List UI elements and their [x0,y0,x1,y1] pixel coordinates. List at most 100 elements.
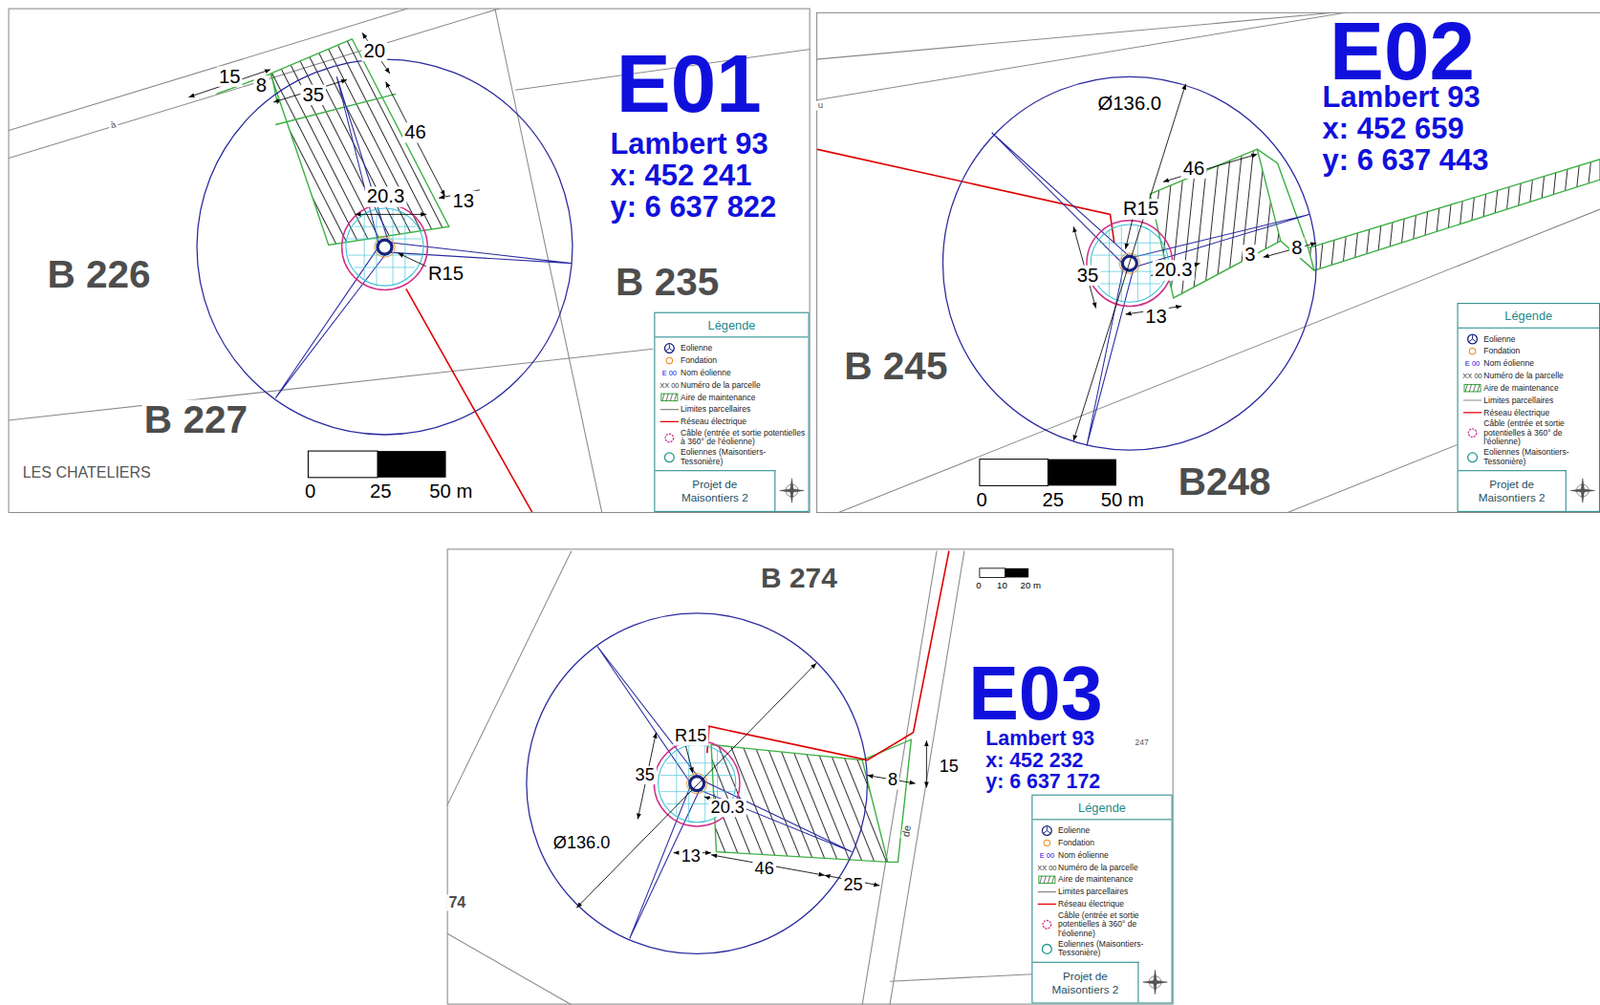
map-graphic [1469,335,1476,343]
panel-e01-map [8,8,811,514]
map-graphic [666,357,672,364]
legend-symbol [658,391,681,404]
dimension-label: R15 [672,727,710,746]
legend-symbol [1036,874,1059,887]
map-graphic [447,551,572,807]
map-graphic [1005,568,1030,579]
legend-symbol [1461,382,1484,394]
legend-title: Légende [654,313,808,339]
legend-symbol [1461,333,1484,346]
map-graphic [447,551,1034,1005]
map-graphic [816,12,1337,60]
map-graphic [1041,826,1052,837]
legend-title: Légende [1458,303,1600,329]
map-graphic [661,393,678,401]
legend-list: EolienneFondationE 00Nom éolienneXX 00Nu… [654,337,808,471]
map-graphic [664,344,674,354]
legend-sample-text: XX 00 [1462,371,1482,381]
map-graphic [685,746,692,775]
dimension-label: 35 [1075,265,1102,286]
map-graphic [8,8,811,514]
legend-row: Aire de maintenance [1461,382,1597,394]
dimension-label: 25 [1039,489,1066,510]
map-graphic [397,253,429,268]
legend-symbol [1461,394,1484,407]
map-graphic [992,132,1134,267]
legend-symbol [1461,407,1484,419]
legend-text: Nom éolienne [1483,359,1535,369]
legend-sample [1036,919,1059,931]
map-graphic [1464,384,1481,391]
legend-text: Eoliennes (Maisontiers-Tessonière) [680,448,805,467]
map-graphic [1468,452,1478,462]
legend-text: Eoliennes (Maisontiers-Tessonière) [1483,448,1596,467]
map-graphic [1043,826,1051,834]
legend-text: Numéro de la parcelle [1483,371,1564,382]
map-graphic [1463,411,1482,413]
dimension-label: 35 [300,85,326,106]
map-graphic [1037,904,1057,906]
map-graphic [1469,348,1475,355]
parcel-number: B 274 [758,563,840,594]
dimension-label: 25 [367,481,394,502]
panel-frame: E02Lambert 93 x: 452 659 y: 6 637 443Lég… [816,12,1600,514]
legend-text: Eolienne [680,344,713,354]
project-name: Projet de Maisontiers 2 [1466,477,1557,505]
map-graphic [386,82,446,197]
map-graphic [576,663,817,909]
legend-sample: E 00 [658,367,681,379]
legend-row: Eoliennes (Maisontiers-Tessonière) [1461,448,1597,467]
dimension-label: 46 [1181,158,1208,179]
legend-sample-text: E 00 [662,368,677,378]
legend-symbol [1036,838,1059,850]
compass-rose [1568,475,1598,507]
legend-text: Câble (entrée et sortie potentielles à 3… [1483,419,1596,448]
legend-text: Câble (entrée et sortie potentielles à 3… [1058,910,1168,939]
map-graphic [1465,384,1480,391]
dimension-label: 20.3 [1152,259,1195,281]
map-graphic [1041,944,1052,954]
legend-text: Aire de maintenance [1483,383,1558,393]
map-graphic [1042,921,1052,930]
legend-sample [1461,427,1484,439]
legend-row: Eolienne [658,343,806,355]
map-graphic [355,214,428,216]
legend-row: Câble (entrée et sortie potentielles à 3… [1036,910,1169,939]
legend-symbol [1036,886,1059,899]
legend-text: Fondation [680,356,717,367]
map-graphic [664,452,674,462]
legend-text: Numéro de la parcelle [680,380,761,390]
dimension-label: 0 [302,481,319,502]
dimension-label: 15 [216,65,243,87]
legend-sample [1461,407,1484,419]
map-graphic [342,204,429,291]
legend-sample: XX 00 [658,379,681,391]
legend-row: E 00Nom éolienne [1461,358,1597,370]
legend-sample [1461,333,1484,346]
dimension-label: 3 [1242,244,1258,265]
map-graphic [1086,261,1135,446]
turbine-name: E02 [1329,11,1475,93]
legend-title: Légende [1032,796,1171,822]
map-graphic [8,8,501,159]
legend-symbol [1036,899,1059,911]
legend-text: Réseau électrique [680,417,747,428]
legend-sample [658,451,681,463]
dimension-label: 13 [1143,306,1169,327]
legend-text: Eoliennes (Maisontiers-Tessonière) [1058,939,1168,958]
legend-text: Réseau électrique [1483,408,1550,418]
legend-row: Réseau électrique [1461,407,1597,419]
panel-frame: E03Lambert 93 x: 452 232 y: 6 637 172Lég… [447,548,1174,1005]
map-graphic [1037,891,1057,893]
map-graphic [979,568,1006,579]
legend-sample [658,355,681,368]
legend-symbol [1036,919,1059,931]
legend-row: Limites parcellaires [1036,886,1169,899]
legend-row: Aire de maintenance [1036,874,1169,887]
map-graphic [275,93,396,125]
legend-sample [1036,943,1059,955]
legend-text: Aire de maintenance [1058,875,1133,886]
legend-symbol [658,432,681,444]
map-graphic [665,433,674,443]
